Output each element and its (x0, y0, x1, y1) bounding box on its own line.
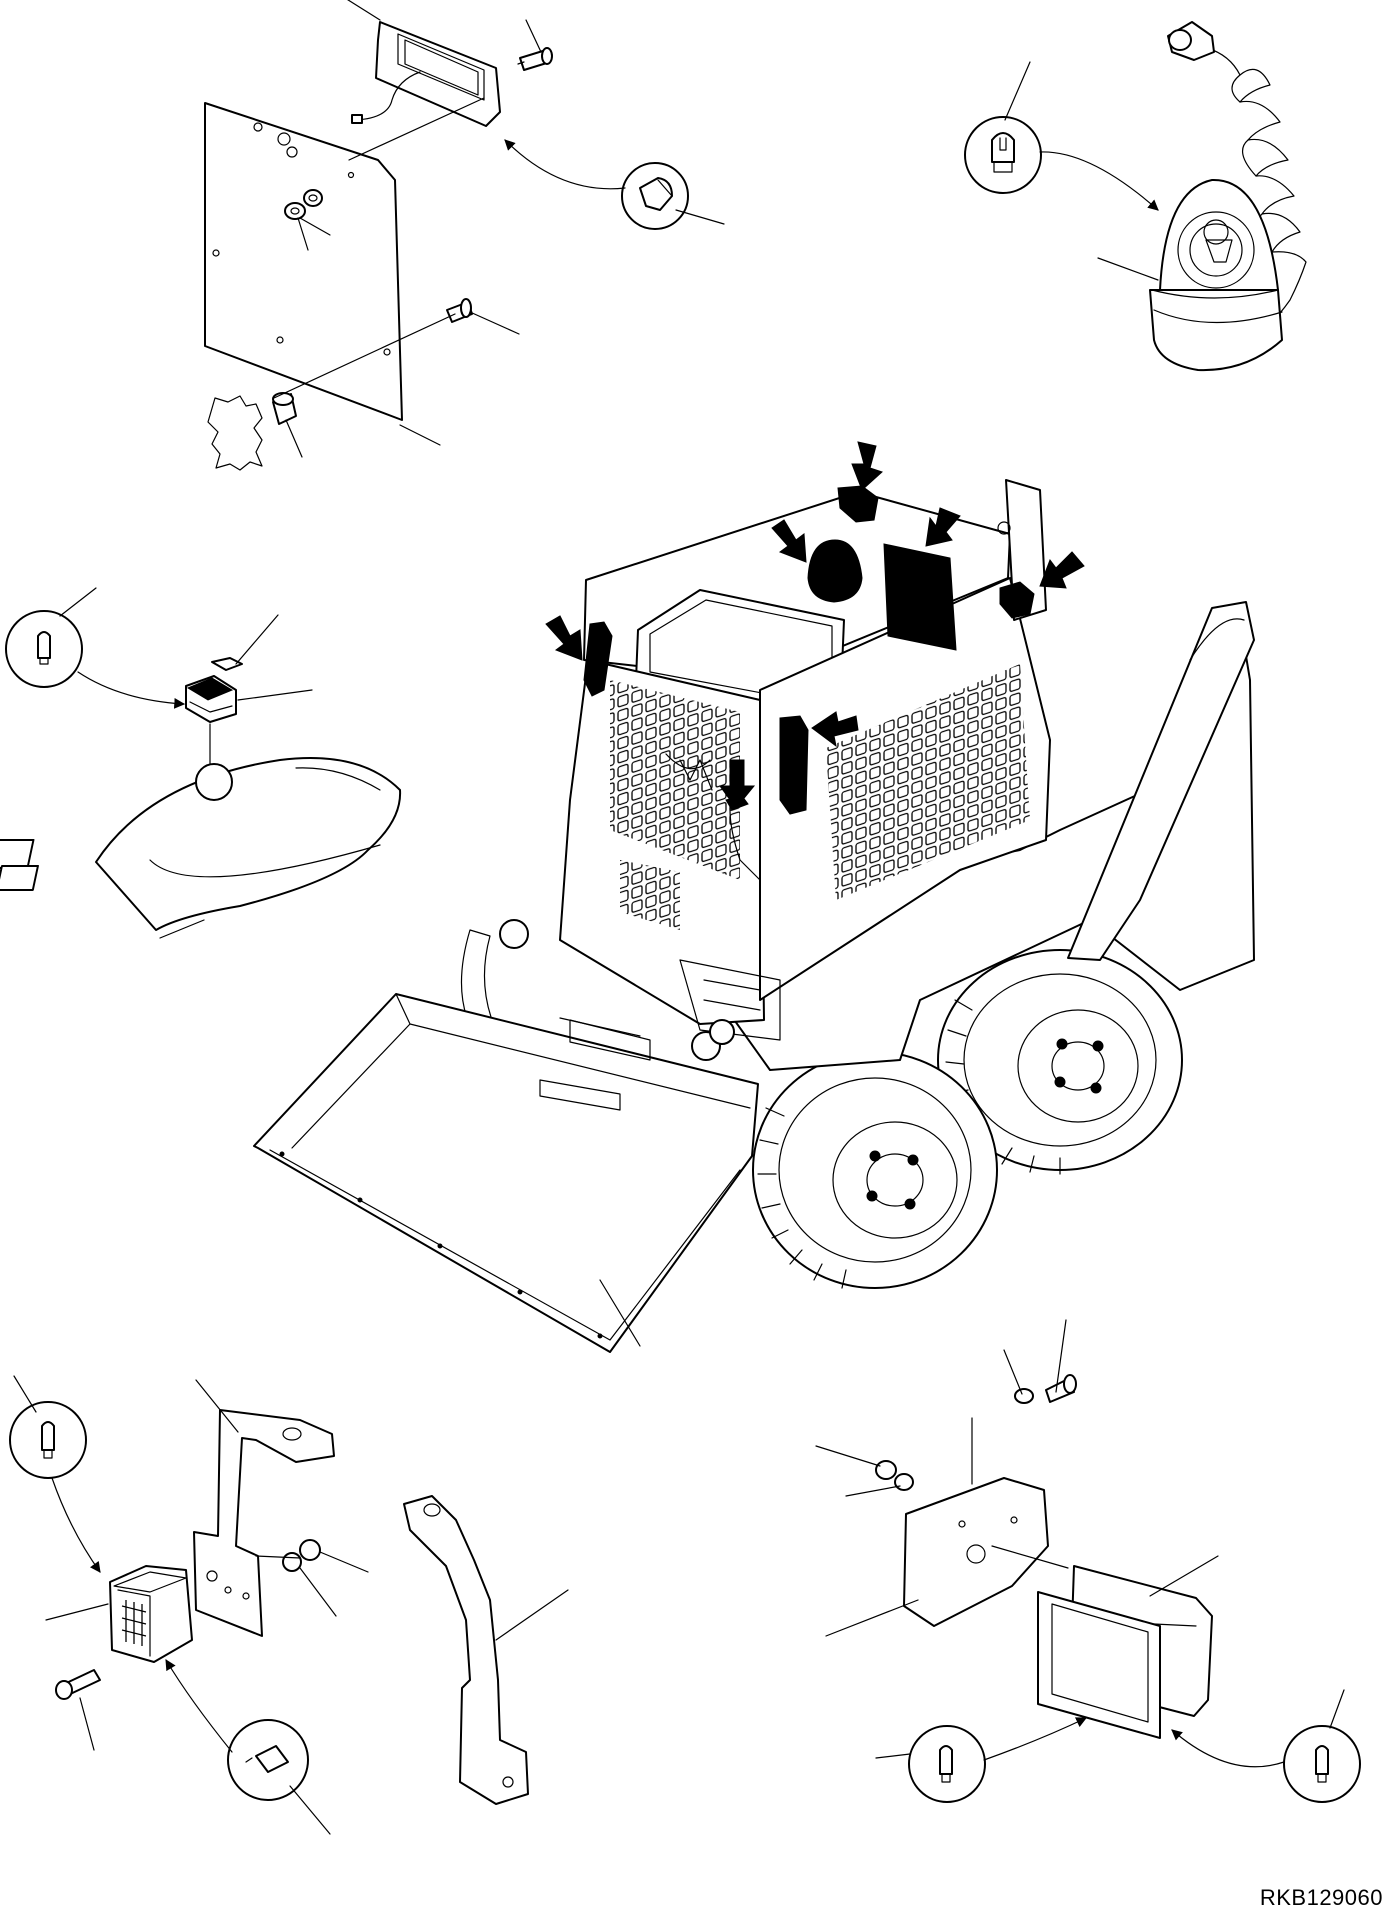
nut (284, 202, 306, 220)
dash-light (195, 763, 233, 801)
switch-group (0, 587, 402, 939)
beacon-mount-marker (807, 539, 863, 603)
washer (303, 189, 323, 207)
location-arrow (811, 711, 859, 748)
decal-marker (883, 543, 957, 651)
bulb-arrow (504, 139, 626, 190)
lamp-bracket-2-group (403, 1495, 569, 1805)
figure-reference-code: RKB129060 (1259, 1885, 1383, 1910)
dashboard-panel (95, 757, 402, 931)
loader-arm (1067, 601, 1255, 961)
nut (875, 1460, 897, 1480)
body-fragment (207, 395, 263, 471)
washer (1014, 1388, 1034, 1404)
nut (299, 1539, 321, 1561)
license-plate-bracket (204, 102, 403, 421)
pivot (709, 1019, 735, 1045)
pivot (499, 919, 529, 949)
washer (282, 1552, 302, 1572)
lamp-bracket-long (403, 1495, 529, 1805)
bracket-marker-right (999, 581, 1035, 619)
bracket-marker-mid (779, 715, 809, 815)
beacon-base (1149, 289, 1283, 372)
bulb-arrow (1039, 151, 1159, 211)
beacon-dome (1159, 178, 1279, 291)
license-lamp-housing (375, 21, 501, 127)
front-wheel (752, 1051, 998, 1289)
bulb-arrow (165, 1659, 233, 1753)
location-arrow (925, 507, 961, 547)
rear-lamp-bracket (903, 1477, 1049, 1627)
washer (894, 1473, 914, 1491)
location-arrow (851, 441, 883, 491)
bulb-arrow (77, 671, 186, 709)
bulb-arrow (51, 1477, 101, 1573)
lamp-bracket (193, 1409, 335, 1637)
work-lamp-group (9, 1375, 369, 1835)
location-arrow (719, 759, 756, 809)
location-arrow (1039, 551, 1085, 589)
skid-steer-loader (253, 441, 1255, 1353)
work-lamp (109, 1565, 193, 1663)
bracket-marker-left (583, 621, 613, 697)
license-plate-lamp-group (204, 0, 725, 471)
location-arrow (771, 519, 807, 563)
rear-lamp-group (815, 1319, 1361, 1803)
location-arrow (545, 615, 583, 661)
switch-cap (211, 657, 243, 671)
bulb-arrow (1171, 1729, 1285, 1768)
beacon-group (964, 21, 1307, 372)
bulb-arrow (983, 1717, 1087, 1761)
rear-lamp-lens (1037, 1591, 1161, 1739)
